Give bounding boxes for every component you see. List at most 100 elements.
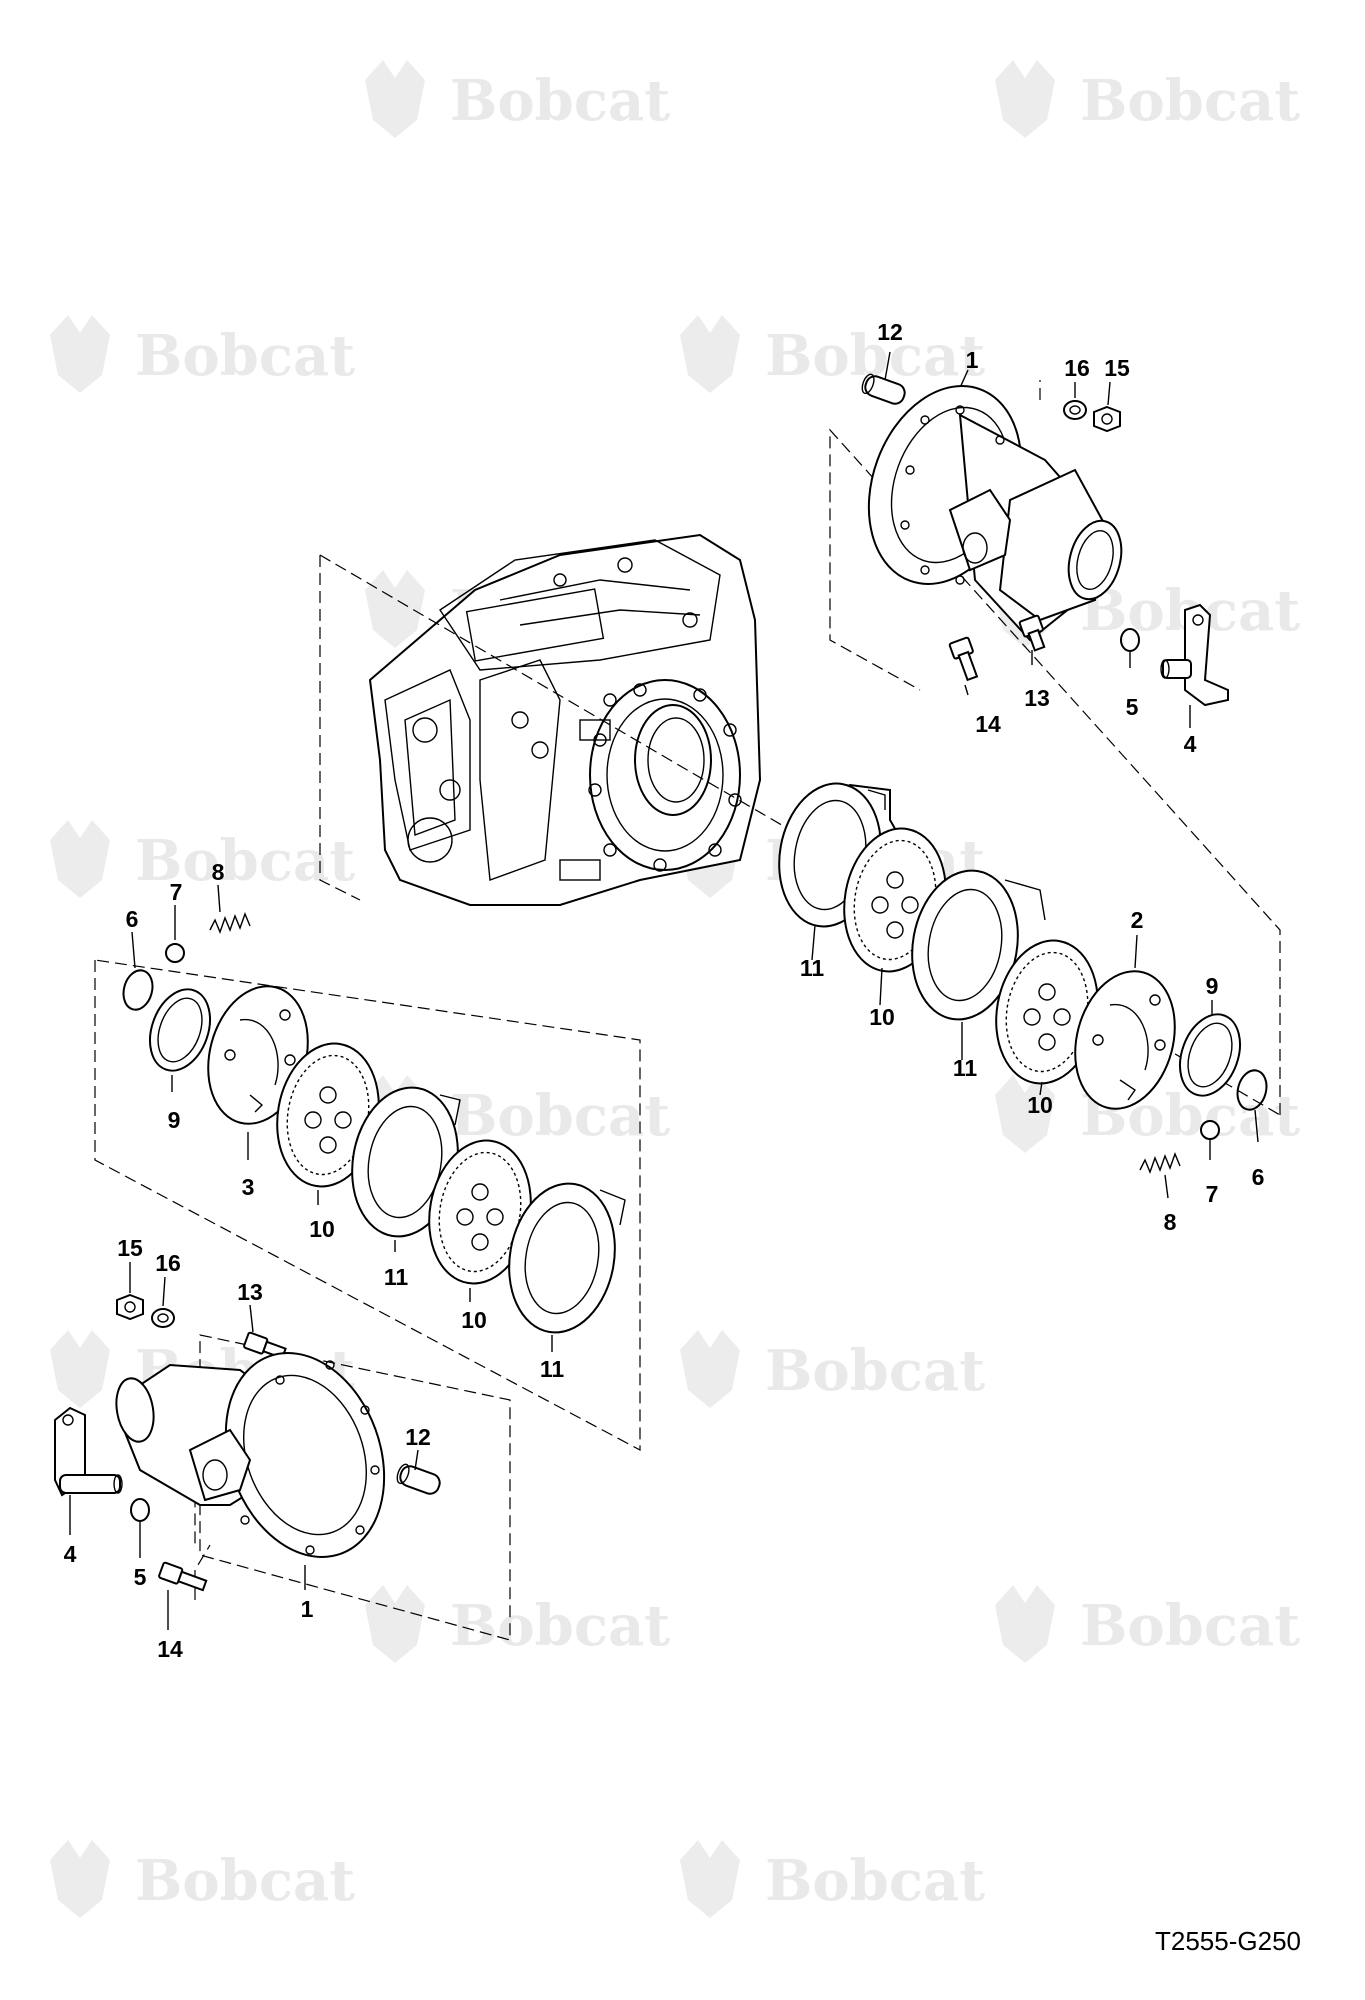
snap-ring-5-bottom: [130, 1498, 150, 1522]
callout-label: 11: [384, 1264, 409, 1290]
lever-4-top: [1160, 603, 1229, 707]
callout-label: 13: [237, 1279, 263, 1305]
bobcat-logo-icon: [680, 1330, 740, 1408]
housing-1-top: [867, 385, 1123, 642]
watermark: Bobcat: [680, 315, 985, 393]
watermark-text: Bobcat: [765, 1338, 985, 1404]
drawing-reference-label: T2555-G250: [1155, 1926, 1301, 1956]
watermark-text: Bobcat: [450, 1083, 670, 1149]
callout-label: 9: [1206, 973, 1219, 999]
housing-1-bottom: [115, 1352, 386, 1558]
callout-label: 6: [1252, 1164, 1265, 1190]
friction-disc-10-left-b: [428, 1139, 532, 1285]
top-right-housing-group: [861, 351, 1229, 728]
pin-12-bottom: [396, 1463, 441, 1495]
callout-label: 7: [1206, 1181, 1219, 1207]
callout-label: 3: [242, 1174, 255, 1200]
callout-label: 11: [540, 1356, 565, 1382]
callout-label: 10: [1027, 1092, 1053, 1118]
bobcat-logo-icon: [680, 315, 740, 393]
bobcat-logo-icon: [365, 570, 425, 648]
pin-12-top: [861, 373, 906, 405]
watermark: Bobcat: [680, 1330, 985, 1408]
watermark-text: Bobcat: [135, 1848, 355, 1914]
bobcat-logo-icon: [995, 1585, 1055, 1663]
callout-label: 1: [301, 1596, 314, 1622]
washer-16-bottom: [151, 1308, 175, 1328]
ring-9-left: [149, 988, 211, 1072]
watermark-text: Bobcat: [1080, 1593, 1300, 1659]
callout-label: 10: [869, 1004, 895, 1030]
ball-7-left: [165, 943, 185, 963]
callout-label: 11: [800, 955, 825, 981]
callout-labels: 12 1 16 15 14 13 5 4 11 10 11 10 2 9 6 7…: [64, 319, 1265, 1662]
bobcat-logo-icon: [680, 1840, 740, 1918]
watermark-text: Bobcat: [450, 68, 670, 134]
ball-7-right: [1200, 1120, 1220, 1140]
callout-label: 4: [1184, 731, 1197, 757]
callout-label: 11: [953, 1055, 978, 1081]
spring-8-right: [1139, 1152, 1181, 1174]
callout-label: 16: [1064, 355, 1090, 381]
callout-label: 9: [168, 1107, 181, 1133]
watermark-text: Bobcat: [1080, 68, 1300, 134]
bolt-13-top: [1018, 614, 1046, 652]
plate-11-right-b: [911, 869, 1046, 1021]
callout-label: 4: [64, 1541, 77, 1567]
plate-11-left-b: [508, 1182, 626, 1334]
watermark: Bobcat: [365, 60, 670, 138]
callout-label: 12: [405, 1424, 431, 1450]
callout-label: 15: [117, 1235, 143, 1261]
callout-label: 5: [134, 1564, 147, 1590]
watermark: Bobcat: [995, 60, 1300, 138]
bobcat-logo-icon: [50, 820, 110, 898]
bolt-14-bottom: [158, 1561, 208, 1592]
callout-label: 16: [155, 1250, 181, 1276]
bobcat-logo-icon: [50, 1840, 110, 1918]
callout-label: 15: [1104, 355, 1130, 381]
snap-ring-6-right: [1236, 1069, 1268, 1111]
bobcat-logo-icon: [365, 1585, 425, 1663]
watermark: Bobcat: [995, 1585, 1300, 1663]
lever-4-bottom: [54, 1406, 123, 1497]
bobcat-logo-icon: [50, 1330, 110, 1408]
watermark-text: Bobcat: [135, 828, 355, 894]
nut-15-top: [1093, 405, 1121, 433]
callout-label: 6: [126, 906, 139, 932]
snap-ring-5-top: [1120, 628, 1140, 652]
callout-label: 1: [966, 347, 979, 373]
callout-label: 10: [461, 1307, 487, 1333]
callout-label: 8: [1164, 1209, 1177, 1235]
callout-label: 5: [1126, 694, 1139, 720]
spring-8-left: [209, 912, 251, 934]
bobcat-logo-icon: [50, 315, 110, 393]
callout-label: 12: [877, 319, 903, 345]
bobcat-logo-icon: [995, 60, 1055, 138]
bolt-14-top: [948, 636, 979, 682]
watermark-text: Bobcat: [450, 1593, 670, 1659]
callout-label: 14: [157, 1636, 183, 1662]
nut-15-bottom: [116, 1293, 144, 1321]
watermark: Bobcat: [50, 820, 355, 898]
washer-16-top: [1063, 400, 1087, 420]
callout-label: 7: [170, 879, 183, 905]
cam-plate-2: [1074, 970, 1176, 1110]
watermark-text: Bobcat: [765, 1848, 985, 1914]
callout-label: 10: [309, 1216, 335, 1242]
transmission-case: [368, 533, 762, 906]
callout-label: 8: [212, 859, 225, 885]
watermark-text: Bobcat: [135, 323, 355, 389]
watermark: Bobcat: [50, 315, 355, 393]
ring-9-right: [1179, 1013, 1241, 1097]
right-disc-stack: [778, 782, 1268, 1199]
bottom-left-housing-group: [54, 1262, 441, 1630]
callout-label: 13: [1024, 685, 1050, 711]
callout-label: 14: [975, 711, 1001, 737]
callout-label: 2: [1131, 907, 1144, 933]
watermark: Bobcat: [365, 1585, 670, 1663]
bobcat-logo-icon: [365, 60, 425, 138]
snap-ring-6-left: [122, 969, 154, 1011]
watermark: Bobcat: [50, 1840, 355, 1918]
left-disc-stack: [122, 884, 626, 1352]
